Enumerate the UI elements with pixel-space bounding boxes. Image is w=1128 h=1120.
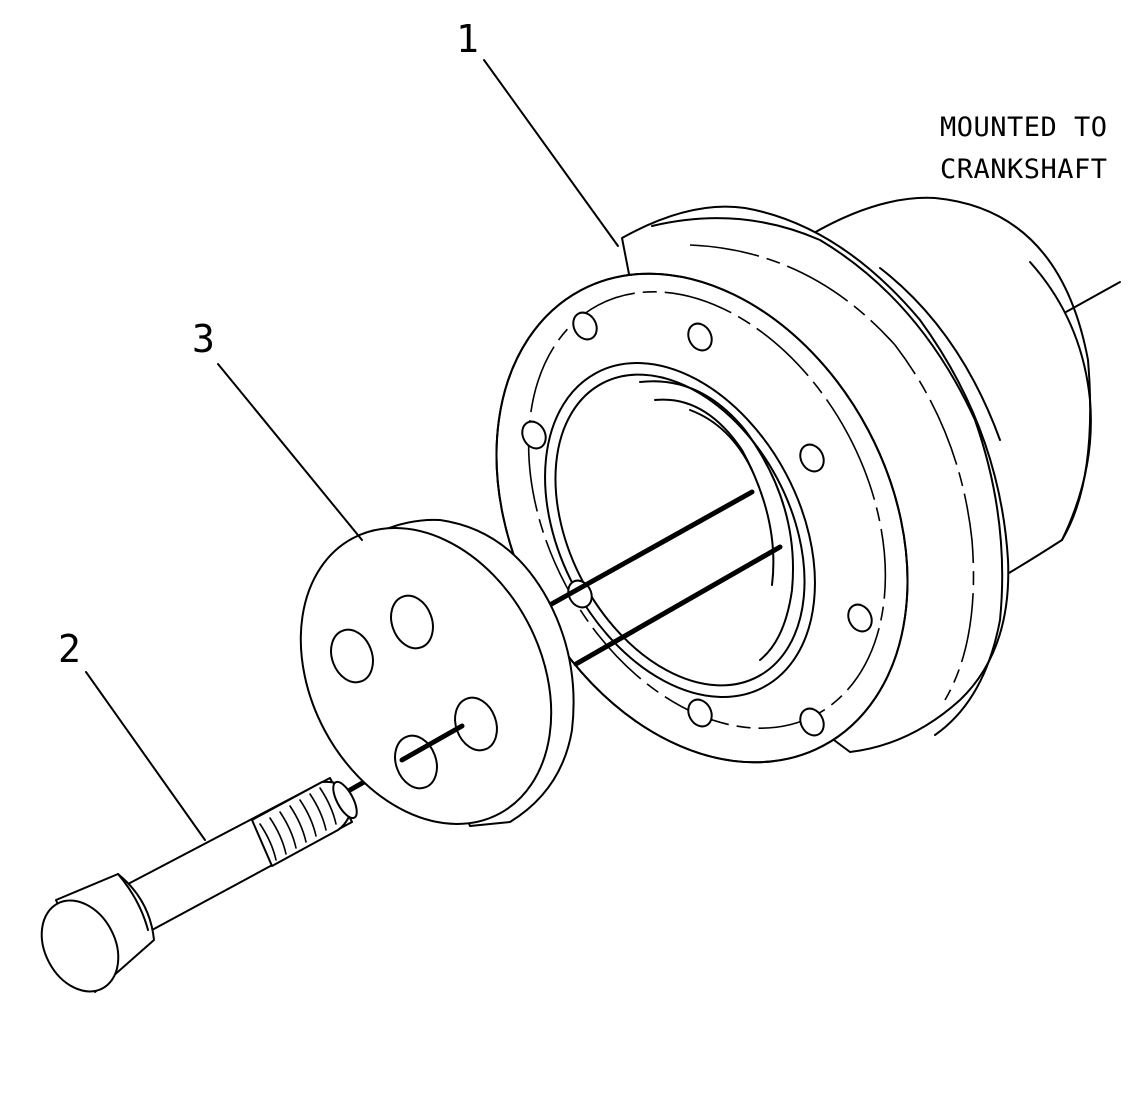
note-line-2: CRANKSHAFT — [940, 154, 1108, 185]
leader-line-item-1 — [483, 59, 619, 247]
leader-line-item-2 — [85, 671, 206, 841]
leader-lines — [85, 59, 1121, 841]
leader-line-item-3 — [217, 363, 363, 541]
note-line-1: MOUNTED TO — [940, 112, 1108, 143]
callout-item-1: 1 — [456, 17, 479, 61]
callout-item-3: 3 — [192, 317, 215, 361]
leader-line-note — [1065, 281, 1121, 313]
washer-plate-part-3 — [299, 518, 575, 827]
cap-screw-part-2 — [40, 777, 358, 993]
callout-item-2: 2 — [58, 627, 81, 671]
screw-threads — [259, 787, 337, 861]
